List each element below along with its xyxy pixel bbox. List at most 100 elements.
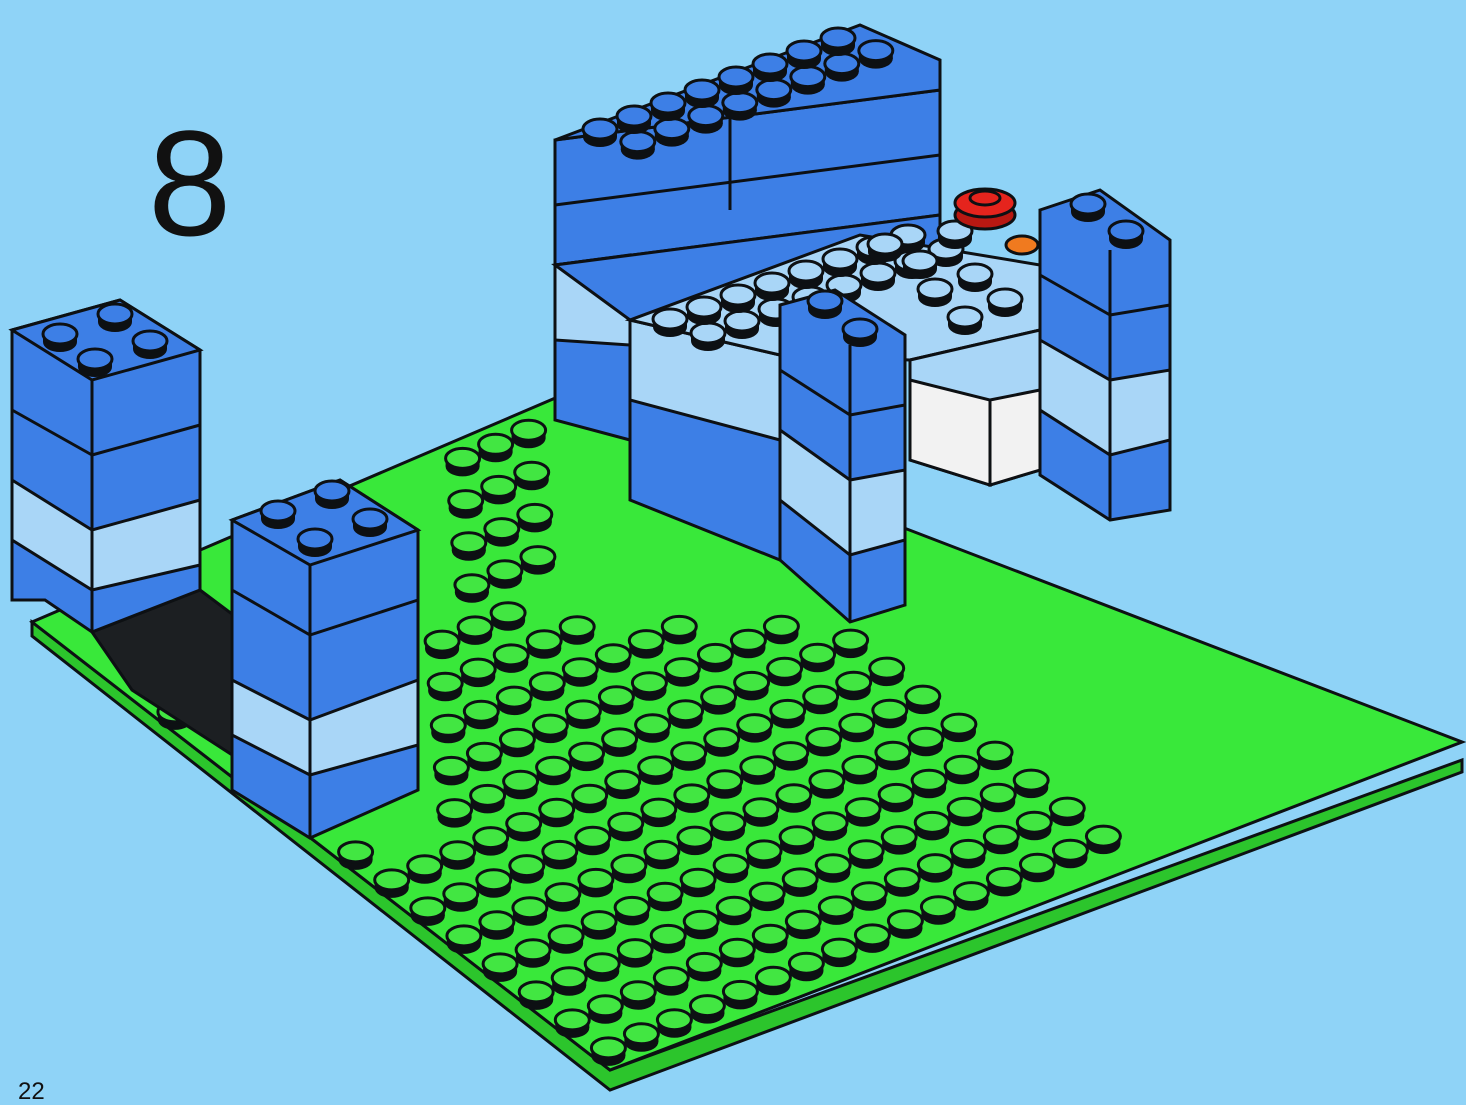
baseplate-stud — [599, 687, 633, 715]
baseplate-stud — [705, 729, 739, 757]
baseplate-stud — [521, 547, 555, 575]
baseplate-stud — [618, 940, 652, 968]
tray-stud — [918, 279, 952, 307]
wall-stud — [825, 54, 859, 82]
baseplate-stud — [573, 785, 607, 813]
baseplate-stud — [560, 617, 594, 645]
tray-stud — [868, 234, 902, 262]
baseplate-stud — [1053, 840, 1087, 868]
baseplate-stud — [1017, 812, 1051, 840]
baseplate-stud — [774, 743, 808, 771]
baseplate-stud — [810, 771, 844, 799]
wall-stud — [787, 41, 821, 69]
baseplate-stud — [747, 841, 781, 869]
wall-stud — [651, 93, 685, 121]
baseplate-stud — [467, 743, 501, 771]
tray-stud — [903, 251, 937, 279]
baseplate-stud — [603, 729, 637, 757]
baseplate-stud — [540, 799, 574, 827]
baseplate-stud — [494, 645, 528, 673]
orange-round-plate — [1006, 236, 1038, 254]
baseplate-stud — [771, 700, 805, 728]
step-number: 8 — [148, 108, 231, 258]
baseplate-stud — [1086, 826, 1120, 854]
baseplate-stud — [684, 911, 718, 939]
baseplate-stud — [756, 967, 790, 995]
baseplate-stud — [477, 870, 511, 898]
baseplate-stud — [537, 757, 571, 785]
baseplate-stud — [428, 673, 462, 701]
baseplate-stud — [987, 868, 1021, 896]
tray-stud — [988, 289, 1022, 317]
wall-stud — [689, 106, 723, 134]
baseplate-stud — [807, 728, 841, 756]
tray-stud — [958, 264, 992, 292]
baseplate-stud — [723, 981, 757, 1009]
baseplate-stud — [624, 1024, 658, 1052]
baseplate-stud — [915, 812, 949, 840]
baseplate-stud — [981, 784, 1015, 812]
baseplate-stud — [717, 897, 751, 925]
baseplate-stud — [464, 701, 498, 729]
baseplate-stud — [840, 714, 874, 742]
baseplate-stud — [687, 953, 721, 981]
baseplate-stud — [675, 785, 709, 813]
tray-stud — [861, 263, 895, 291]
baseplate-stud — [735, 672, 769, 700]
baseplate-stud — [711, 813, 745, 841]
baseplate-stud — [948, 798, 982, 826]
baseplate-stud — [648, 883, 682, 911]
baseplate-stud — [672, 743, 706, 771]
tray-stud — [948, 307, 982, 335]
baseplate-stud — [632, 673, 666, 701]
baseplate-stud — [636, 715, 670, 743]
wall-stud — [723, 93, 757, 121]
tray-stud — [725, 311, 759, 339]
baseplate-stud — [488, 561, 522, 589]
baseplate-stud — [651, 925, 685, 953]
wall-stud — [859, 41, 893, 69]
baseplate-stud — [708, 771, 742, 799]
baseplate-stud — [837, 672, 871, 700]
baseplate-stud — [629, 631, 663, 659]
baseplate-stud — [552, 968, 586, 996]
baseplate-stud — [591, 1038, 625, 1066]
page-number: 22 — [18, 1080, 45, 1104]
baseplate-stud — [741, 757, 775, 785]
baseplate-stud — [471, 785, 505, 813]
wall-stud — [719, 67, 753, 95]
baseplate-stud — [942, 714, 976, 742]
baseplate-stud — [731, 630, 765, 658]
baseplate-stud — [482, 476, 516, 504]
baseplate-stud — [408, 856, 442, 884]
baseplate-stud — [375, 870, 409, 898]
baseplate-stud — [563, 659, 597, 687]
baseplate-stud — [515, 462, 549, 490]
baseplate-stud — [834, 630, 868, 658]
baseplate-stud — [954, 883, 988, 911]
wall-stud — [617, 106, 651, 134]
baseplate-stud — [764, 616, 798, 644]
baseplate-stud — [918, 855, 952, 883]
baseplate-stud — [665, 659, 699, 687]
baseplate-stud — [609, 813, 643, 841]
baseplate-stud — [555, 1010, 589, 1038]
tower-front — [232, 480, 418, 838]
baseplate-stud — [615, 897, 649, 925]
baseplate-stud — [816, 855, 850, 883]
baseplate-stud — [431, 715, 465, 743]
baseplate-stud — [681, 869, 715, 897]
baseplate-stud — [738, 715, 772, 743]
baseplate-stud — [512, 420, 546, 448]
baseplate-stud — [461, 659, 495, 687]
baseplate-stud — [491, 603, 525, 631]
baseplate-stud — [780, 827, 814, 855]
baseplate-stud — [458, 617, 492, 645]
baseplate-stud — [474, 828, 508, 856]
baseplate-stud — [570, 743, 604, 771]
baseplate-stud — [527, 631, 561, 659]
wall-stud — [583, 119, 617, 147]
baseplate-stud — [984, 826, 1018, 854]
tray-stud — [755, 273, 789, 301]
